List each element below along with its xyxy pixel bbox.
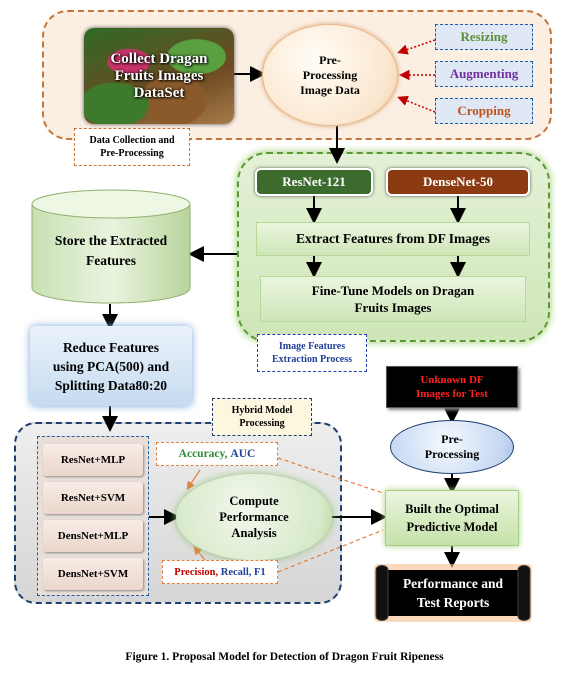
store-features-text: Store the Extracted Features xyxy=(34,228,188,274)
finetune-line-2: Fruits Images xyxy=(354,300,432,315)
augmenting-label: Augmenting xyxy=(449,66,519,81)
extract-features-box: Extract Features from DF Images xyxy=(256,222,530,256)
precision-text: Precision, xyxy=(174,566,219,578)
image-features-line-1: Image Features xyxy=(278,341,346,352)
data-collection-line-2: Pre-Processing xyxy=(100,148,164,159)
accuracy-auc-label: Accuracy, AUC xyxy=(156,442,278,466)
auc-text: AUC xyxy=(230,448,256,460)
dashed-precision-to-built xyxy=(277,529,384,573)
preprocess-line-2: Processing xyxy=(302,67,358,82)
densenet50-box: DenseNet-50 xyxy=(386,168,530,196)
resizing-box: Resizing xyxy=(435,24,533,50)
model-densnet-svm-label: DensNet+SVM xyxy=(57,568,129,580)
arrow-resizing xyxy=(397,39,436,55)
collect-line-3: DataSet xyxy=(133,84,185,101)
compute-performance-ellipse: Compute Performance Analysis xyxy=(176,474,332,560)
preprocess-line-3: Image Data xyxy=(300,82,360,97)
arrow-cropping xyxy=(397,95,436,113)
model-densnet-mlp-label: DensNet+MLP xyxy=(57,530,129,542)
reduce-line-2: using PCA(500) and xyxy=(52,358,170,374)
reduce-line-3: Splitting Data80:20 xyxy=(54,377,168,393)
precision-recall-f1-label: Precision, Recall, F1 xyxy=(162,560,278,584)
f1-text: F1 xyxy=(254,566,266,578)
store-line-1: Store the Extracted xyxy=(54,233,168,248)
unknown-line-1: Unknown DF xyxy=(420,374,484,386)
reduce-line-1: Reduce Features xyxy=(62,339,160,355)
store-features-cylinder xyxy=(31,189,191,304)
preprocessing2-line-2: Processing xyxy=(424,447,480,461)
store-line-2: Features xyxy=(86,253,136,268)
arrow-accuracy-to-compute xyxy=(186,469,201,490)
compute-line-1: Compute xyxy=(229,494,279,508)
finetune-box: Fine-Tune Models on Dragan Fruits Images xyxy=(260,276,526,322)
image-features-label: Image Features Extraction Process xyxy=(257,334,367,372)
performance-line-2: Test Reports xyxy=(416,595,490,610)
performance-reports-scroll xyxy=(374,564,532,622)
preprocessing-image-data-circle: Pre- Processing Image Data xyxy=(262,24,398,126)
collect-line-2: Fruits Images xyxy=(114,67,204,84)
model-resnet-mlp-label: ResNet+MLP xyxy=(60,454,126,466)
image-features-line-2: Extraction Process xyxy=(271,354,353,365)
recall-text: Recall, xyxy=(220,566,252,578)
hybrid-line-2: Processing xyxy=(239,418,285,429)
cropping-label: Cropping xyxy=(457,103,511,118)
built-line-1: Built the Optimal xyxy=(405,502,499,516)
hybrid-model-label: Hybrid Model Processing xyxy=(212,398,312,436)
data-collection-line-1: Data Collection and xyxy=(89,135,175,146)
built-optimal-model-box: Built the Optimal Predictive Model xyxy=(385,490,519,546)
compute-line-2: Performance xyxy=(219,510,289,524)
hybrid-line-1: Hybrid Model xyxy=(231,405,293,416)
collect-line-1: Collect Dragan xyxy=(110,50,208,67)
resnet121-box: ResNet-121 xyxy=(255,168,373,196)
arrow-precision-to-compute xyxy=(193,546,206,561)
preprocessing2-line-1: Pre- xyxy=(441,432,463,446)
preprocess-line-1: Pre- xyxy=(319,52,341,67)
augmenting-box: Augmenting xyxy=(435,61,533,87)
dashed-accuracy-to-built xyxy=(277,457,384,494)
densenet50-label: DenseNet-50 xyxy=(422,174,494,189)
collect-dataset-box: Collect Dragan Fruits Images DataSet xyxy=(84,28,234,124)
model-resnet-mlp: ResNet+MLP xyxy=(43,444,143,476)
unknown-df-images-box: Unknown DF Images for Test xyxy=(386,366,518,408)
resnet121-label: ResNet-121 xyxy=(282,174,346,189)
figure-caption: Figure 1. Proposal Model for Detection o… xyxy=(0,648,569,666)
unknown-line-2: Images for Test xyxy=(416,388,488,400)
performance-line-1: Performance and xyxy=(402,576,504,591)
performance-reports-text: Performance and Test Reports xyxy=(388,570,518,616)
figure-caption-text: Figure 1. Proposal Model for Detection o… xyxy=(125,651,444,663)
model-densnet-svm: DensNet+SVM xyxy=(43,558,143,590)
preprocessing-test-ellipse: Pre- Processing xyxy=(390,420,514,474)
extract-features-label: Extract Features from DF Images xyxy=(296,231,490,246)
finetune-line-1: Fine-Tune Models on Dragan xyxy=(311,283,475,298)
model-resnet-svm: ResNet+SVM xyxy=(43,482,143,514)
reduce-features-box: Reduce Features using PCA(500) and Split… xyxy=(30,326,192,406)
model-densnet-mlp: DensNet+MLP xyxy=(43,520,143,552)
data-collection-label: Data Collection and Pre-Processing xyxy=(74,128,190,166)
cropping-box: Cropping xyxy=(435,98,533,124)
model-resnet-svm-label: ResNet+SVM xyxy=(60,492,126,504)
resizing-label: Resizing xyxy=(460,29,508,44)
built-line-2: Predictive Model xyxy=(406,520,498,534)
compute-line-3: Analysis xyxy=(231,526,277,540)
accuracy-text: Accuracy, xyxy=(178,448,228,460)
